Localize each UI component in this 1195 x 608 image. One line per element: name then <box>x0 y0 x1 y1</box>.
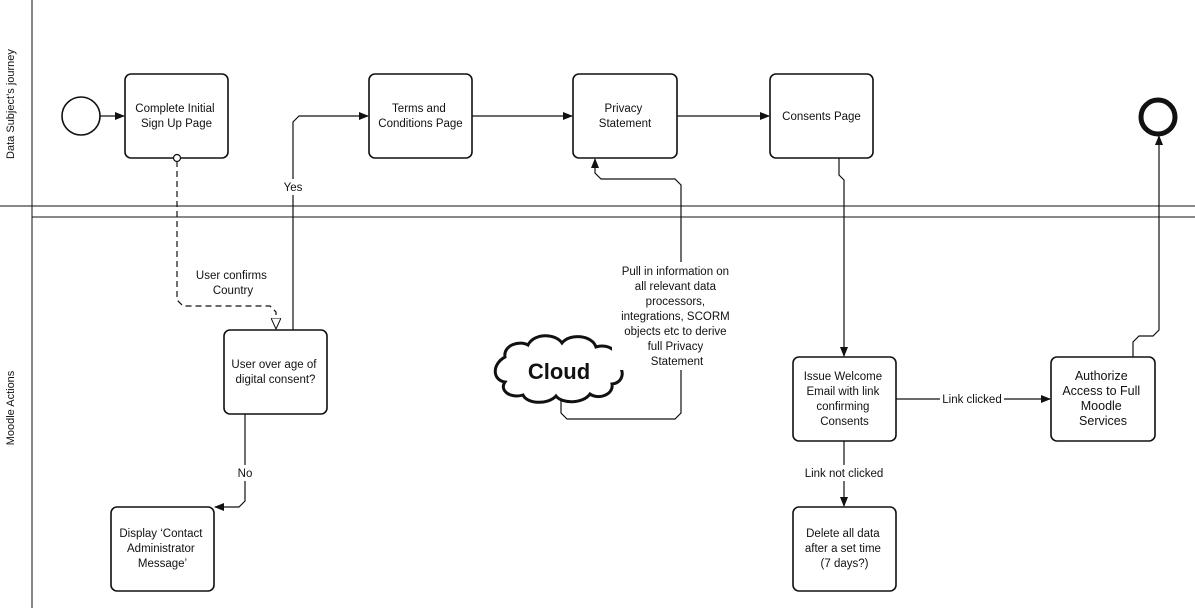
lane-label-bottom: Moodle Actions <box>5 370 17 445</box>
task-terms[interactable]: Terms and Conditions Page <box>368 73 473 159</box>
label-pull-info-line: integrations, SCORM <box>621 311 730 323</box>
flow-age-admin-no <box>214 414 246 511</box>
label-pull-info-line: full Privacy <box>648 341 704 353</box>
label-user-confirms-line: User confirms <box>196 270 267 282</box>
task-age-check-line: digital consent? <box>236 374 316 386</box>
svg-text:Terms and Conditions Pag: Terms and Conditions Page <box>378 103 462 130</box>
task-welcome-email-line: Issue Welcome <box>804 371 882 383</box>
svg-text:Complete Initial Sign Up: Complete Initial Sign Up Page <box>135 103 217 130</box>
end-event[interactable] <box>1138 97 1178 137</box>
flow-consents-email <box>838 158 848 357</box>
task-consents[interactable]: Consents Page <box>769 73 874 159</box>
task-privacy-line: Statement <box>599 118 652 130</box>
task-contact-admin-line: Display ‘Contact <box>119 528 203 540</box>
task-authorize-line: Access to Full <box>1062 384 1140 398</box>
task-age-check[interactable]: User over age of digital consent? <box>223 329 328 415</box>
svg-text:User over age of digital: User over age of digital consent? <box>231 359 319 386</box>
task-welcome-email-line: confirming <box>816 401 869 413</box>
task-authorize-line: Moodle <box>1081 399 1122 413</box>
task-delete-data-line: Delete all data <box>806 528 880 540</box>
task-terms-line: Conditions Page <box>378 118 462 130</box>
lane-label-top: Data Subject’s journey <box>5 49 17 159</box>
svg-text:Consents Page: Consents Page <box>782 111 861 123</box>
start-event[interactable] <box>61 96 101 136</box>
task-consents-line: Consents Page <box>782 111 861 123</box>
task-terms-line: Terms and <box>392 103 446 115</box>
label-pull-info-line: objects etc to derive <box>624 326 726 338</box>
svg-text:User confirms Country: User confirms Country <box>196 270 270 297</box>
label-pull-info-line: Statement <box>651 356 704 368</box>
task-signup-line: Sign Up Page <box>141 118 212 130</box>
task-privacy-line: Privacy <box>605 103 643 115</box>
svg-text:Pull in information on a: Pull in information on all relevant data… <box>621 266 733 368</box>
task-authorize[interactable]: Authorize Access to Full Moodle Services <box>1050 356 1156 442</box>
task-delete-data-line: after a set time <box>805 543 881 555</box>
cloud-shape: Cloud <box>493 334 624 404</box>
task-authorize-line: Authorize <box>1075 369 1128 383</box>
flow-age-terms-yes <box>292 112 369 330</box>
svg-text:Display ‘Contact Adminis: Display ‘Contact Administrator Message’ <box>119 528 205 570</box>
label-user-confirms-line: Country <box>213 285 254 297</box>
task-delete-data[interactable]: Delete all data after a set time (7 days… <box>792 506 897 592</box>
label-link-clicked: Link clicked <box>942 394 1001 406</box>
svg-text:Authorize Access to Full: Authorize Access to Full Moodle Services <box>1062 369 1143 428</box>
task-contact-admin-line: Administrator <box>127 543 195 555</box>
label-yes: Yes <box>284 182 303 194</box>
task-contact-admin[interactable]: Display ‘Contact Administrator Message’ <box>110 506 215 592</box>
flow-origin-dot <box>172 153 182 163</box>
label-no: No <box>238 468 253 480</box>
task-welcome-email-line: Consents <box>820 416 869 428</box>
flow-authorize-end <box>1132 135 1163 357</box>
task-welcome-email[interactable]: Issue Welcome Email with link confirming… <box>792 356 897 442</box>
task-delete-data-line: (7 days?) <box>821 558 869 570</box>
svg-text:Privacy Statement: Privacy Statement <box>599 103 652 130</box>
label-pull-info-line: processors, <box>646 296 705 308</box>
label-pull-info-line: all relevant data <box>635 281 717 293</box>
task-signup-line: Complete Initial <box>135 103 214 115</box>
label-pull-info-line: Pull in information on <box>622 266 729 278</box>
label-link-not-clicked: Link not clicked <box>805 468 884 480</box>
task-welcome-email-line: Email with link <box>806 386 879 398</box>
flow-signup-age-dashed <box>176 161 276 329</box>
flow-labels: Yes No User confirms Country Link clicke… <box>196 179 1004 481</box>
task-signup[interactable]: Complete Initial Sign Up Page <box>124 73 229 159</box>
task-age-check-line: User over age of <box>231 359 317 371</box>
task-contact-admin-line: Message’ <box>138 558 187 570</box>
cloud-label: Cloud <box>528 359 590 384</box>
task-authorize-line: Services <box>1079 414 1127 428</box>
task-privacy[interactable]: Privacy Statement <box>572 73 678 159</box>
svg-text:Issue Welcome Email with: Issue Welcome Email with link confirming… <box>804 371 886 428</box>
svg-text:Delete all data after a: Delete all data after a set time (7 days… <box>805 528 884 570</box>
